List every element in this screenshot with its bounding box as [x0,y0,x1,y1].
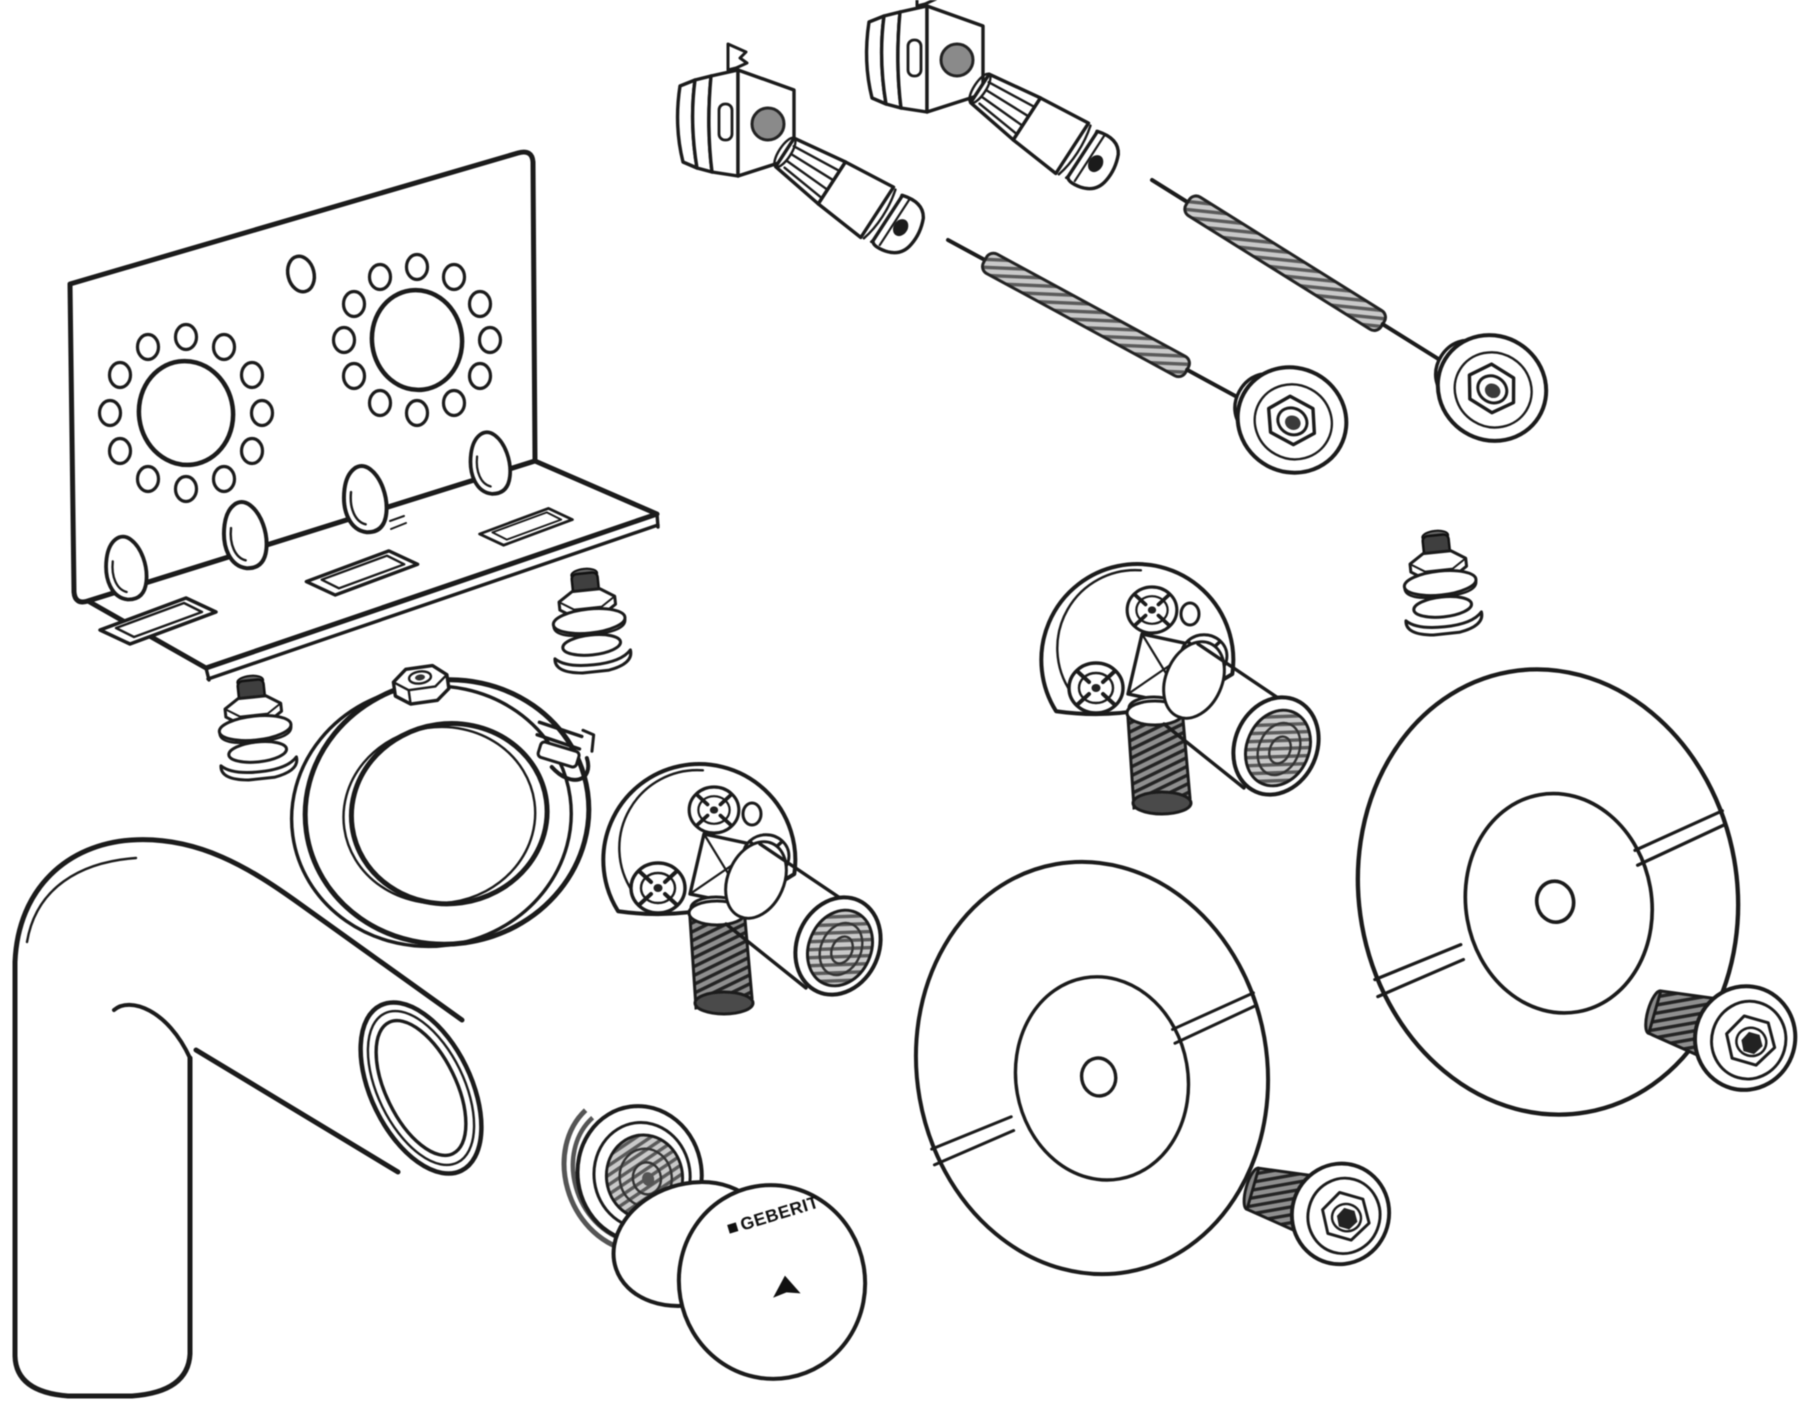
spindle-adapter-1 [761,122,935,265]
protective-cap: GEBERIT [611,1180,868,1381]
screw-hole-oval [285,254,317,294]
geberit-logo-square-icon [727,1222,739,1234]
elbow-pipe [12,837,485,1399]
bolt-circle-left-holes [97,322,275,504]
bolt-circle-right-opening [369,287,465,393]
spindle-adapter-2 [956,58,1130,201]
threaded-rod-2 [1144,168,1452,374]
flanged-nut-1 [210,670,300,785]
cover-plate-1 [881,831,1303,1305]
flanged-nut-3 [1395,525,1485,640]
pipe-clamp [289,663,596,949]
fixing-clip-2 [864,0,985,114]
threaded-bushing [561,1104,704,1254]
clamp-closure-screw [535,720,596,782]
clamp-hex-boss [391,663,451,706]
cap-arrow-mark-icon [773,1275,801,1298]
rod-flange-nut-1 [1212,343,1368,494]
flanged-nut-2 [544,563,634,678]
sealing-plug-2 [1230,1136,1403,1278]
rod-flange-nut-2 [1411,310,1569,464]
bolt-circle-right-holes [331,252,503,428]
pipe-open-end [358,1000,484,1176]
angle-valve-1 [588,749,896,1014]
mounting-plate [67,149,660,682]
bolt-circle-left-opening [136,358,236,468]
threaded-rod-1 [940,228,1258,416]
angle-valve-2 [1026,549,1334,814]
